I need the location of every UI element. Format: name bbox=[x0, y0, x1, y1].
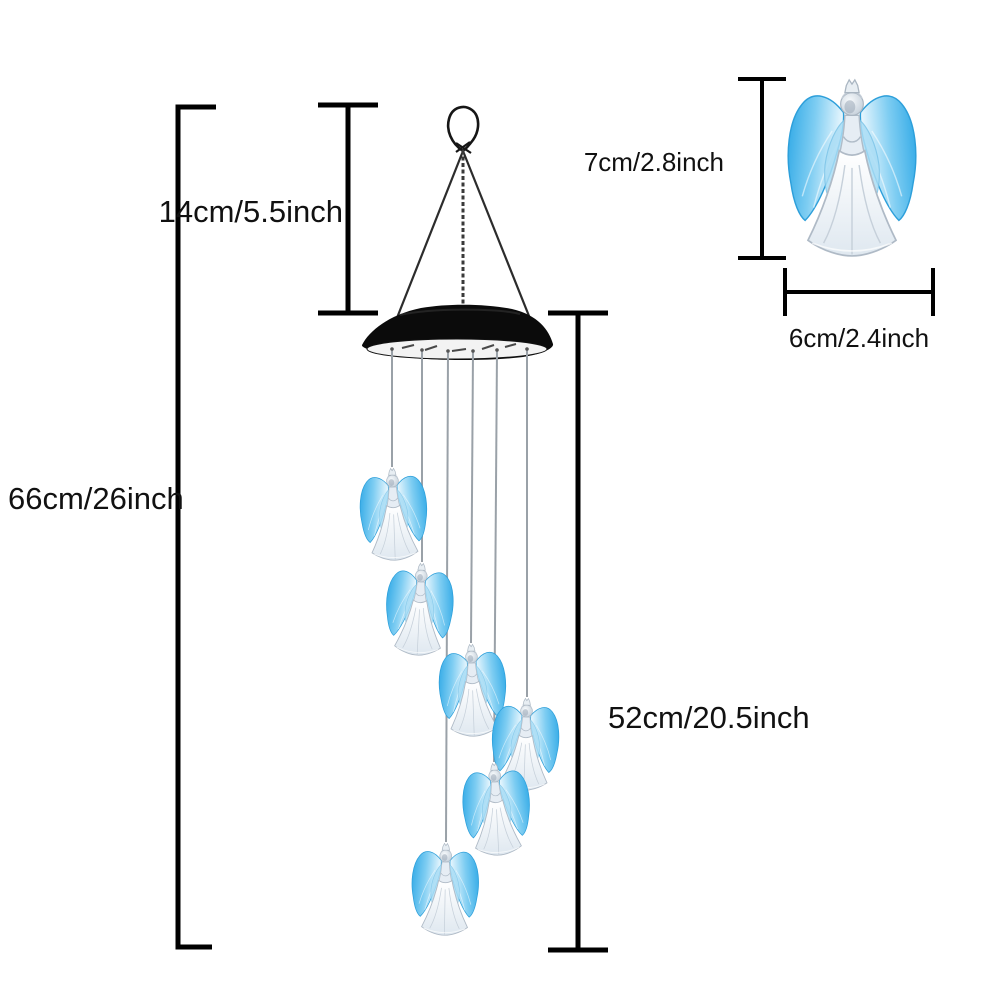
drop-length-label: 52cm/20.5inch bbox=[608, 700, 810, 735]
string-attachment-dots bbox=[390, 347, 529, 353]
angel-figure-5 bbox=[460, 761, 533, 858]
angel-figure-1 bbox=[358, 466, 429, 562]
solar-panel-cap bbox=[361, 304, 554, 360]
angel-figure-2 bbox=[383, 561, 456, 658]
chime-string bbox=[470, 350, 474, 644]
angel-figure-6 bbox=[410, 842, 480, 937]
total-height-label: 66cm/26inch bbox=[8, 481, 184, 516]
hanger-height-label: 14cm/5.5inch bbox=[158, 194, 343, 229]
angel-height-dimension bbox=[738, 77, 786, 260]
hanger-height-dimension bbox=[318, 102, 378, 316]
angel-width-dimension bbox=[783, 268, 935, 316]
drop-length-dimension bbox=[548, 310, 608, 953]
total-height-dimension bbox=[175, 104, 216, 950]
angel-height-label: 7cm/2.8inch bbox=[583, 147, 724, 177]
hanging-hook bbox=[446, 105, 480, 154]
angel-figure-4 bbox=[490, 696, 561, 792]
hanger-strings bbox=[389, 150, 537, 334]
angel-detail-figure bbox=[787, 78, 917, 257]
angel-width-label: 6cm/2.4inch bbox=[788, 323, 930, 353]
